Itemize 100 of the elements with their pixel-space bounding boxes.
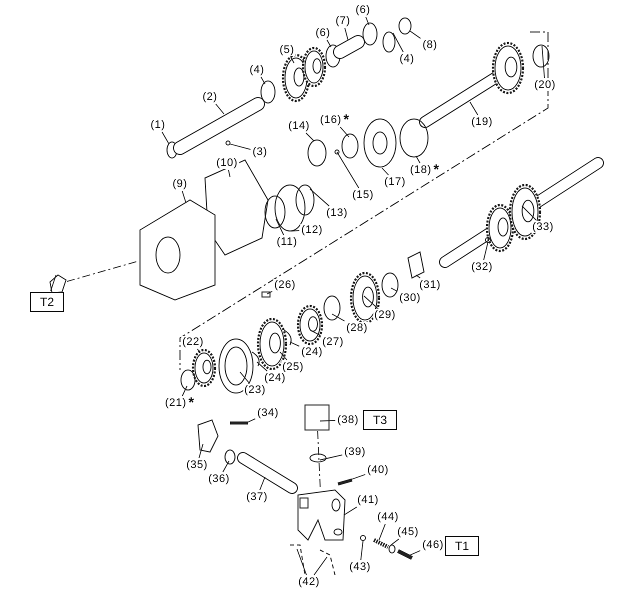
- callout-number: (10): [215, 157, 239, 169]
- leader-line: [266, 290, 273, 294]
- callout-number: (24): [300, 346, 324, 358]
- callout-number: (18): [409, 164, 433, 176]
- leader-line: [344, 28, 348, 40]
- leader-line: [310, 330, 321, 336]
- leader-line: [470, 102, 478, 116]
- leader-line: [197, 348, 200, 354]
- ring: [324, 296, 340, 320]
- callout-number: (4): [248, 64, 266, 76]
- leader-line: [280, 352, 288, 360]
- o-ring: [166, 142, 178, 158]
- callout-number: (39): [343, 446, 367, 458]
- callout-number: (11): [276, 236, 298, 248]
- spring: [284, 330, 292, 346]
- leader-line: [364, 296, 378, 308]
- callout-number: (13): [325, 207, 349, 219]
- callout-number: (9): [172, 178, 188, 190]
- leader-line: [522, 206, 536, 220]
- leader-line: [416, 156, 420, 164]
- leader-line: [240, 372, 250, 384]
- callout-number: (42): [297, 576, 321, 588]
- asterisk-mark: *: [344, 114, 349, 124]
- gasket: [204, 159, 269, 256]
- washer: [180, 370, 196, 390]
- callout-number: (12): [300, 224, 324, 236]
- leader-line: [408, 550, 421, 556]
- callout-number: (7): [334, 15, 352, 27]
- callout-number: (21): [164, 397, 188, 409]
- callout-number: (26): [273, 279, 297, 291]
- leader-line: [50, 274, 56, 292]
- leader-line: [276, 218, 284, 236]
- leader-line: [198, 444, 204, 458]
- callout-number: (5): [278, 44, 296, 56]
- callout-number: (22): [181, 336, 205, 348]
- callout-number: (31): [418, 279, 442, 291]
- shift-fork: [298, 489, 346, 541]
- leader-line: [306, 132, 314, 142]
- gear-pair: [282, 46, 326, 102]
- oil-seal: [264, 196, 286, 228]
- callout-number: (38): [336, 414, 360, 426]
- leader-line: [390, 538, 400, 546]
- snap-ring: [400, 118, 428, 158]
- ball-bearing: [364, 118, 396, 168]
- callout-number: (16): [319, 114, 343, 126]
- leader-line: [332, 314, 345, 322]
- torque-reference-box: T3: [363, 410, 397, 430]
- leader-line: [378, 524, 386, 540]
- needle-bearing: [362, 22, 378, 46]
- bolt: [49, 274, 67, 294]
- leader-line: [222, 460, 230, 472]
- torque-reference-box: T2: [30, 292, 64, 312]
- callout-number: (24): [263, 372, 287, 384]
- switch: [304, 404, 330, 430]
- shaft-collar: [333, 35, 365, 59]
- ball: [360, 535, 366, 541]
- asterisk-mark: *: [434, 164, 439, 174]
- leader-line: [290, 56, 294, 64]
- leader-line: [365, 16, 370, 26]
- washer: [260, 80, 276, 104]
- leader-line: [182, 386, 188, 396]
- o-ring: [310, 454, 326, 462]
- asterisk-mark: *: [188, 397, 194, 407]
- key: [262, 292, 270, 298]
- assembly-line: [66, 260, 140, 282]
- needle-bearing: [326, 44, 340, 68]
- pin: [230, 422, 248, 424]
- fork-pad: [290, 544, 306, 576]
- callout-number: (37): [245, 491, 269, 503]
- callout-number: (6): [314, 27, 332, 39]
- callout-number: (15): [351, 189, 375, 201]
- lever: [197, 419, 219, 453]
- rod: [237, 452, 298, 494]
- callout-number: (20): [533, 79, 557, 91]
- callout-number: (32): [470, 261, 494, 273]
- leader-line: [326, 40, 332, 48]
- callout-number: (44): [376, 511, 400, 523]
- bolt: [397, 549, 413, 560]
- leader-line: [410, 30, 421, 39]
- leader-line: [290, 342, 300, 347]
- fork-pad: [320, 550, 336, 576]
- washer: [224, 450, 236, 464]
- leader-line: [260, 76, 266, 84]
- callout-number: (36): [207, 473, 231, 485]
- spring: [373, 538, 389, 549]
- leader-line: [392, 32, 404, 52]
- callout-number: (28): [345, 322, 369, 334]
- callout-number: (6): [354, 4, 372, 16]
- leader-line: [162, 132, 170, 144]
- leader-line: [320, 420, 336, 422]
- washer: [388, 544, 396, 554]
- plate: [407, 251, 425, 279]
- spring: [252, 352, 260, 366]
- leader-line: [182, 190, 186, 204]
- callout-number: (34): [256, 407, 280, 419]
- synchro-ring: [296, 304, 324, 346]
- callout-number: (1): [150, 119, 166, 131]
- leader-line: [344, 506, 358, 516]
- callout-number: (27): [321, 336, 345, 348]
- leader-line: [256, 362, 268, 372]
